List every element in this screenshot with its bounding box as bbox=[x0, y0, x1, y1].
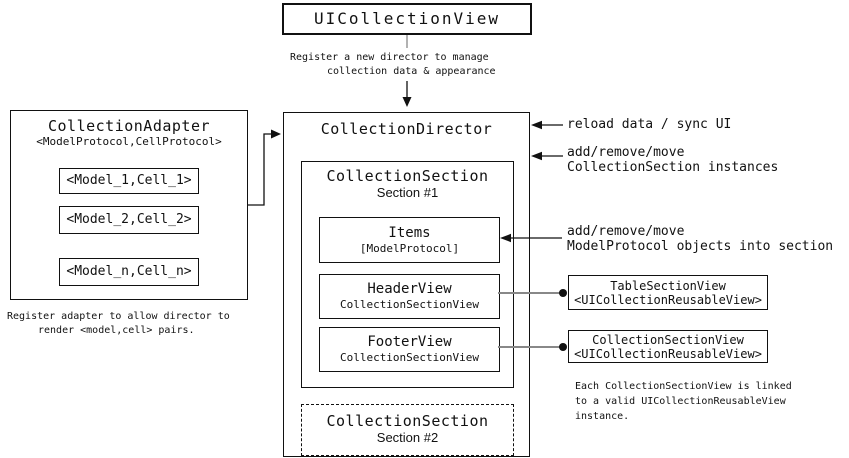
arrow-reload-data bbox=[531, 120, 563, 130]
model-cell-n-label: <Model_n,Cell_n> bbox=[66, 264, 192, 279]
collection-section-1-subtitle: Section #1 bbox=[376, 185, 439, 200]
linked-note-line3: instance. bbox=[575, 411, 630, 422]
collection-director-box: CollectionDirector CollectionSection Sec… bbox=[283, 112, 530, 457]
collection-section-2-box: CollectionSection Section #2 bbox=[301, 404, 514, 456]
footer-view-box: FooterView CollectionSectionView bbox=[319, 327, 500, 372]
add-remove-sections-label: add/remove/move CollectionSection instan… bbox=[567, 145, 778, 175]
footer-view-title: FooterView bbox=[367, 334, 452, 350]
collection-adapter-box: CollectionAdapter <ModelProtocol,CellPro… bbox=[10, 110, 248, 300]
collection-director-title: CollectionDirector bbox=[320, 120, 493, 138]
table-section-view-subtitle: <UICollectionReusableView> bbox=[574, 292, 762, 307]
collection-section-view-title: CollectionSectionView bbox=[592, 332, 744, 347]
collection-section-1-title: CollectionSection bbox=[326, 167, 489, 185]
header-view-subtitle: CollectionSectionView bbox=[339, 298, 480, 311]
items-title: Items bbox=[388, 224, 431, 241]
uicollectionview-box: UICollectionView bbox=[282, 3, 532, 35]
collection-section-view-box: CollectionSectionView <UICollectionReusa… bbox=[568, 330, 768, 363]
footer-view-subtitle: CollectionSectionView bbox=[339, 351, 480, 364]
model-cell-2: <Model_2,Cell_2> bbox=[59, 206, 199, 234]
add-remove-items-line1: add/remove/move bbox=[567, 224, 685, 239]
linked-note: Each CollectionSectionView is linked to … bbox=[575, 379, 792, 424]
add-remove-sections-line1: add/remove/move bbox=[567, 145, 685, 160]
register-director-note-line2: collection data & appearance bbox=[327, 66, 496, 77]
arrow-down-icon bbox=[402, 81, 412, 107]
register-director-note-line1: Register a new director to manage bbox=[290, 52, 489, 63]
header-view-title: HeaderView bbox=[367, 281, 452, 297]
collection-section-2-subtitle: Section #2 bbox=[376, 430, 439, 445]
adapter-note-line2: render <model,cell> pairs. bbox=[38, 325, 195, 336]
reload-data-label: reload data / sync UI bbox=[567, 117, 732, 132]
table-section-view-title: TableSectionView bbox=[610, 278, 726, 293]
linked-note-line1: Each CollectionSectionView is linked bbox=[575, 381, 792, 392]
linked-note-line2: to a valid UICollectionReusableView bbox=[575, 396, 786, 407]
model-cell-n: <Model_n,Cell_n> bbox=[59, 258, 199, 286]
model-cell-2-label: <Model_2,Cell_2> bbox=[66, 212, 192, 227]
collection-adapter-title: CollectionAdapter bbox=[47, 117, 211, 135]
collection-section-view-subtitle: <UICollectionReusableView> bbox=[574, 346, 762, 361]
model-cell-1-label: <Model_1,Cell_1> bbox=[66, 173, 192, 188]
table-section-view-box: TableSectionView <UICollectionReusableVi… bbox=[568, 275, 768, 310]
collection-adapter-subtitle: <ModelProtocol,CellProtocol> bbox=[36, 135, 222, 148]
collection-section-1-box: CollectionSection Section #1 Items [Mode… bbox=[301, 161, 514, 388]
model-cell-1: <Model_1,Cell_1> bbox=[59, 168, 199, 194]
header-view-box: HeaderView CollectionSectionView bbox=[319, 274, 500, 319]
items-box: Items [ModelProtocol] bbox=[319, 217, 500, 263]
connector-adapter-to-director bbox=[248, 129, 281, 206]
add-remove-items-label: add/remove/move ModelProtocol objects in… bbox=[567, 224, 833, 254]
add-remove-items-line2: ModelProtocol objects into section bbox=[567, 239, 834, 254]
uicollectionview-title: UICollectionView bbox=[313, 9, 501, 28]
add-remove-sections-line2: CollectionSection instances bbox=[567, 160, 779, 175]
arrow-add-remove-sections bbox=[531, 151, 563, 161]
collection-section-2-title: CollectionSection bbox=[326, 412, 489, 430]
adapter-note-line1: Register adapter to allow director to bbox=[7, 311, 230, 322]
items-subtitle: [ModelProtocol] bbox=[359, 241, 460, 255]
